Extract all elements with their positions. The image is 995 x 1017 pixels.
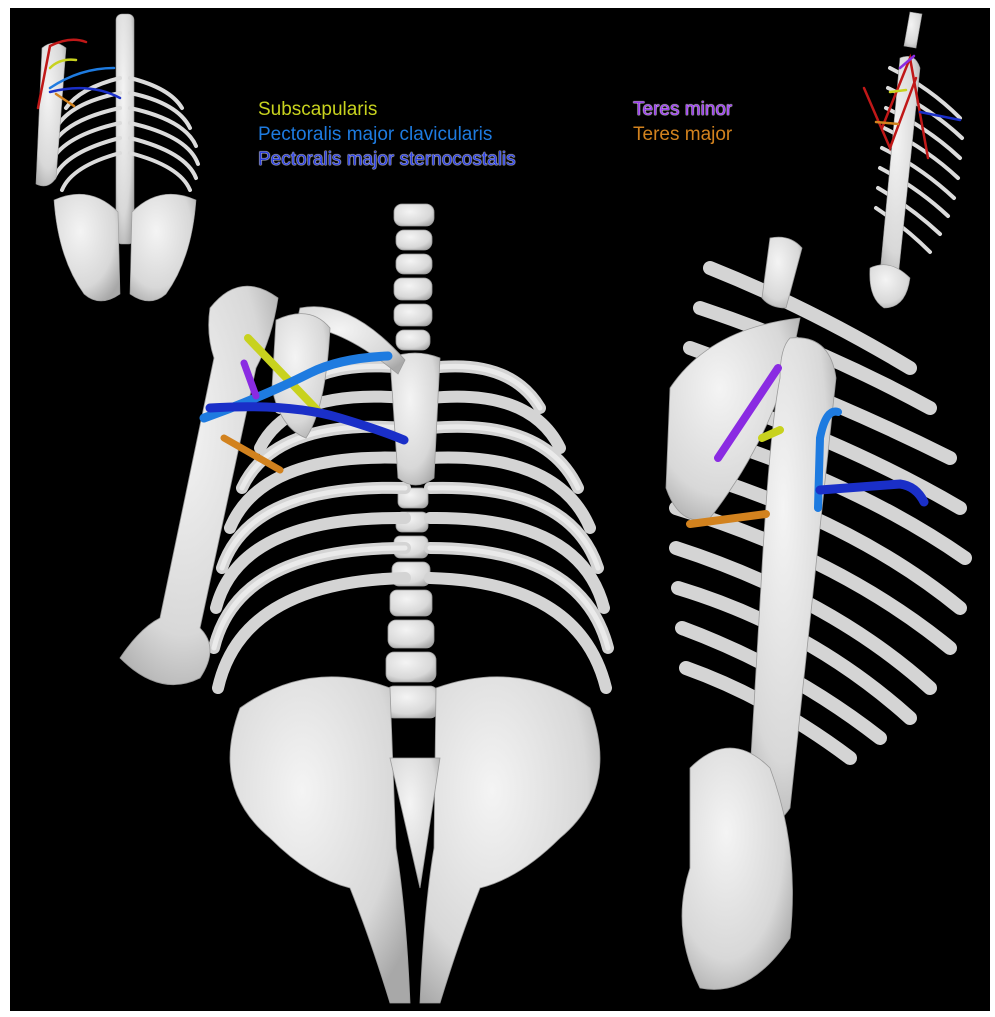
anterior-pelvis	[230, 677, 600, 1003]
thumbnail-anterior	[36, 14, 198, 301]
thumb-pelvis-right	[130, 194, 196, 301]
anterior-skeleton	[120, 204, 608, 1003]
thumb-pelvis-left	[54, 194, 120, 301]
thumb-lateral-spine	[904, 12, 922, 48]
thumb-lateral-pelvis	[870, 265, 910, 308]
lateral-cervical-spine	[762, 237, 802, 308]
legend-subscapularis: Subscapularis	[258, 99, 377, 121]
thumb-spine	[116, 14, 134, 244]
legend-pectoralis-major-sternocostalis: Pectoralis major sternocostalis	[258, 149, 516, 171]
lateral-pelvis	[682, 748, 793, 989]
legend-pectoralis-major-clavicularis: Pectoralis major clavicularis	[258, 124, 492, 146]
thumbnail-lateral	[864, 12, 962, 308]
legend-teres-major: Teres major	[633, 124, 732, 146]
image-frame: Subscapularis Pectoralis major clavicula…	[10, 8, 990, 1011]
legend-teres-minor: Teres minor	[633, 99, 732, 121]
lateral-skeleton	[666, 237, 965, 989]
